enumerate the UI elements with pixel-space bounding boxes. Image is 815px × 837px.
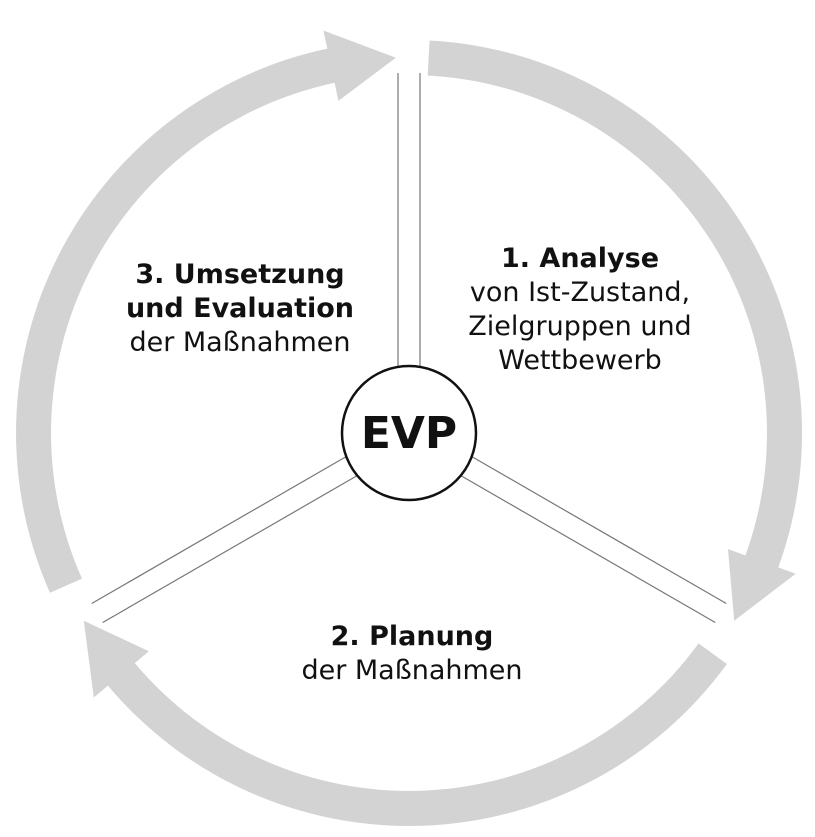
divider-lower-right-a bbox=[472, 456, 727, 605]
step-analyse-line: von Ist-Zustand, bbox=[469, 277, 691, 308]
step-umsetzung-line: und Evaluation bbox=[125, 293, 355, 324]
center-circle bbox=[340, 364, 478, 502]
step-umsetzung-title: 3. Umsetzung bbox=[135, 259, 345, 290]
step-planung-line: der Maßnahmen bbox=[301, 655, 523, 686]
step-analyse-line: Wettbewerb bbox=[498, 345, 662, 376]
arrow-umsetzung-to-analyse bbox=[16, 30, 396, 593]
center-label: EVP bbox=[360, 407, 458, 459]
step-planung-title: 2. Planung bbox=[330, 621, 494, 652]
divider-lower-right-b bbox=[461, 475, 716, 624]
arrow-planung-to-umsetzung bbox=[83, 620, 727, 826]
step-analyse: 1. Analyse von Ist-Zustand, Zielgruppen … bbox=[440, 242, 720, 378]
arrow-analyse-to-planung bbox=[427, 40, 803, 621]
step-umsetzung: 3. Umsetzung und Evaluation der Maßnahme… bbox=[100, 258, 380, 360]
step-analyse-title: 1. Analyse bbox=[500, 243, 660, 274]
step-planung: 2. Planung der Maßnahmen bbox=[262, 620, 562, 688]
divider-lower-left-b bbox=[91, 456, 346, 605]
step-umsetzung-line: der Maßnahmen bbox=[129, 327, 351, 358]
divider-lower-left-a bbox=[102, 475, 357, 624]
step-analyse-line: Zielgruppen und bbox=[468, 311, 692, 342]
